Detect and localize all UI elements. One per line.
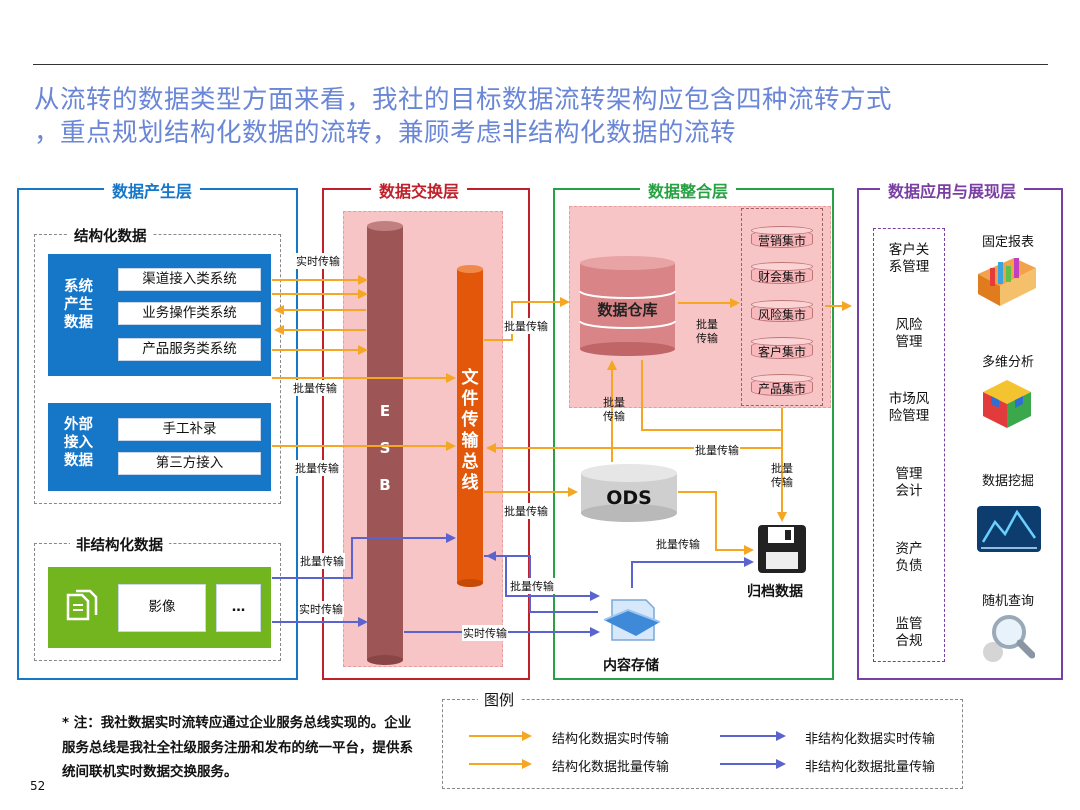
flow-label-batch-7: 批量传输 <box>694 442 740 458</box>
structured-data-group <box>34 234 281 504</box>
top-rule <box>33 64 1048 65</box>
flow-label-batch-2: 批量传输 <box>294 460 340 476</box>
mart-marketing-label: 营销集市 <box>757 234 806 248</box>
mart-marketing-top <box>751 226 813 235</box>
mart-product: 产品集市 <box>751 374 813 396</box>
ad-hoc-query-label: 随机查询 <box>981 594 1034 609</box>
mart-product-top <box>751 374 813 383</box>
fixed-report-label: 固定报表 <box>981 235 1034 250</box>
legend-structured-batch: 结构化数据批量传输 <box>552 760 670 775</box>
flow-label-realtime-1: 实时传输 <box>295 253 341 269</box>
app-risk-mgmt: 风险 管理 <box>895 317 923 350</box>
cube-icon <box>983 380 1031 428</box>
mart-finance-label: 财会集市 <box>757 270 806 284</box>
mart-customer-label: 客户集市 <box>757 345 806 359</box>
legend-structured-realtime: 结构化数据实时传输 <box>552 732 670 747</box>
production-layer-title: 数据产生层 <box>104 178 201 202</box>
image-item: 影像 <box>118 584 206 632</box>
mart-risk: 风险集市 <box>751 300 813 322</box>
data-mart-group <box>741 208 823 406</box>
system-data-label: 系统 产生 数据 <box>64 279 93 331</box>
business-system: 业务操作类系统 <box>118 302 261 325</box>
page-number: 52 <box>30 779 46 793</box>
mart-customer: 客户集市 <box>751 337 813 359</box>
esb-bus <box>367 221 403 665</box>
flow-label-realtime-2: 实时传输 <box>298 601 344 617</box>
page-title: 从流转的数据类型方面来看，我社的目标数据流转架构应包含四种流转方式 ，重点规划结… <box>34 84 1044 150</box>
flow-label-batch-3: 批量传输 <box>299 553 345 569</box>
esb-label: E S B <box>379 402 391 494</box>
integration-layer-title: 数据整合层 <box>640 178 737 202</box>
data-warehouse-icon <box>579 256 676 356</box>
ods-icon <box>581 464 677 522</box>
mart-risk-label: 风险集市 <box>757 308 806 322</box>
file-transfer-bus <box>457 265 483 587</box>
more-item: … <box>216 584 261 632</box>
mart-risk-top <box>751 300 813 309</box>
legend-title: 图例 <box>478 689 521 710</box>
legend-unstructured-batch: 非结构化数据批量传输 <box>805 760 936 775</box>
data-mining-icon <box>977 506 1041 552</box>
application-layer-title: 数据应用与展现层 <box>880 178 1025 202</box>
third-party-access: 第三方接入 <box>118 452 261 475</box>
app-compliance: 监管 合规 <box>895 616 923 649</box>
app-market-risk: 市场风 险管理 <box>888 391 930 424</box>
mart-marketing: 营销集市 <box>751 226 813 248</box>
floppy-disk-icon <box>758 525 806 573</box>
content-storage-icon <box>603 599 661 641</box>
flow-label-batch-6: 批量 传输 <box>603 396 625 423</box>
unstructured-data-label: 非结构化数据 <box>70 534 169 555</box>
flow-label-batch-1: 批量传输 <box>292 380 338 396</box>
legend-box <box>442 699 963 789</box>
archive-data-label: 归档数据 <box>747 584 803 600</box>
document-icon <box>66 589 98 621</box>
data-mining-label: 数据挖掘 <box>981 474 1034 489</box>
exchange-layer-title: 数据交换层 <box>371 178 468 202</box>
channel-system: 渠道接入类系统 <box>118 268 261 291</box>
file-transfer-bus-label: 文件传输总线 <box>461 368 479 493</box>
flow-label-realtime-3: 实时传输 <box>462 625 508 641</box>
content-storage-label: 内容存储 <box>603 658 659 674</box>
app-alm: 资产 负债 <box>895 541 923 574</box>
flow-label-batch-10: 批量传输 <box>655 536 701 552</box>
footnote: * 注：我社数据实时流转应通过企业服务总线实现的。企业服务总线是我社全社级服务注… <box>62 715 413 780</box>
flow-label-batch-11: 批量传输 <box>509 578 555 594</box>
structured-data-label: 结构化数据 <box>68 225 153 246</box>
magnifier-icon <box>983 615 1035 662</box>
bar-chart-icon <box>978 258 1036 306</box>
flow-label-batch-8: 批量 传输 <box>771 462 793 489</box>
data-warehouse-label: 数据仓库 <box>597 301 658 319</box>
app-mgmt-accounting: 管理 会计 <box>895 466 923 499</box>
ods-label: ODS <box>606 487 652 509</box>
product-system: 产品服务类系统 <box>118 338 261 361</box>
mart-customer-top <box>751 337 813 346</box>
legend-unstructured-realtime: 非结构化数据实时传输 <box>805 732 936 747</box>
flow-label-batch-5: 批量 传输 <box>696 318 718 345</box>
external-data-box <box>48 403 271 491</box>
mart-finance: 财会集市 <box>751 262 813 284</box>
mart-finance-top <box>751 262 813 271</box>
flow-label-batch-9: 批量传输 <box>503 503 549 519</box>
manual-entry: 手工补录 <box>118 418 261 441</box>
page-title-line2: ，重点规划结构化数据的流转，兼顾考虑非结构化数据的流转 <box>34 118 737 148</box>
flow-label-batch-4: 批量传输 <box>503 318 549 334</box>
page-title-line1: 从流转的数据类型方面来看，我社的目标数据流转架构应包含四种流转方式 <box>34 85 893 115</box>
external-data-label: 外部 接入 数据 <box>64 417 93 469</box>
mart-product-label: 产品集市 <box>757 382 806 396</box>
app-crm: 客户关 系管理 <box>888 242 930 275</box>
multi-dim-analysis-label: 多维分析 <box>981 355 1034 370</box>
application-items-group <box>873 228 945 662</box>
